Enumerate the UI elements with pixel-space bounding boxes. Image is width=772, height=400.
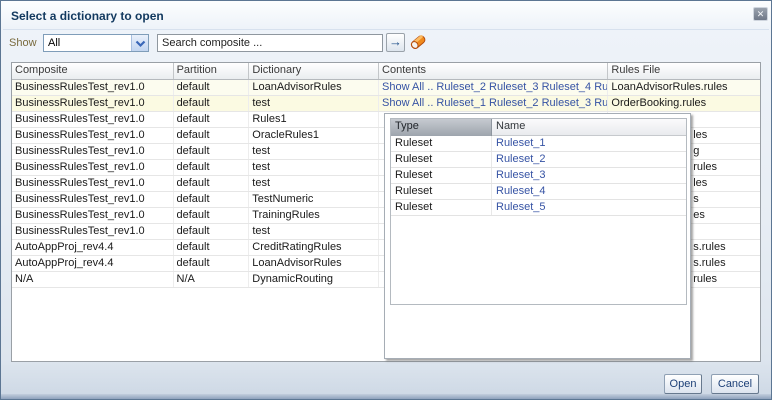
cell-dictionary: TestNumeric xyxy=(249,192,379,207)
cell-partition: default xyxy=(174,112,250,127)
cell-composite: BusinessRulesTest_rev1.0 xyxy=(12,112,174,127)
column-header-contents[interactable]: Contents xyxy=(379,63,609,79)
cell-rules-file: g xyxy=(693,145,700,157)
cell-composite: BusinessRulesTest_rev1.0 xyxy=(12,128,174,143)
cell-partition: default xyxy=(174,176,250,191)
close-icon[interactable]: ✕ xyxy=(753,7,768,21)
dialog-bottom-edge xyxy=(1,394,771,399)
cell-dictionary: test xyxy=(249,96,380,111)
popup-column-header-name[interactable]: Name xyxy=(492,119,686,136)
cell-contents-links[interactable]: Show All .. Ruleset_1 Ruleset_2 Ruleset_… xyxy=(379,96,609,111)
cell-partition: default xyxy=(174,192,250,207)
page-title: Select a dictionary to open xyxy=(11,9,164,23)
search-go-button[interactable]: → xyxy=(386,33,405,52)
cell-partition: default xyxy=(174,160,250,175)
column-header-partition[interactable]: Partition xyxy=(174,63,250,79)
popup-cell-type: Ruleset xyxy=(391,136,492,151)
column-header-dictionary[interactable]: Dictionary xyxy=(249,63,380,79)
cell-composite: AutoAppProj_rev4.4 xyxy=(12,240,174,255)
cell-dictionary: OracleRules1 xyxy=(249,128,379,143)
popup-ruleset-link[interactable]: Ruleset_5 xyxy=(496,201,546,213)
cell-dictionary: DynamicRouting xyxy=(249,272,379,287)
popup-ruleset-link[interactable]: Ruleset_4 xyxy=(496,185,546,197)
cell-rules-file: les xyxy=(693,177,708,189)
cell-dictionary: test xyxy=(249,160,379,175)
cell-partition: default xyxy=(174,208,250,223)
cell-dictionary: CreditRatingRules xyxy=(249,240,379,255)
search-input[interactable] xyxy=(157,34,383,52)
column-header-composite[interactable]: Composite xyxy=(12,63,174,79)
open-button[interactable]: Open xyxy=(664,374,702,394)
cell-rules-file: es xyxy=(693,209,705,221)
popup-table-header: Type Name xyxy=(391,119,686,136)
cell-composite: AutoAppProj_rev4.4 xyxy=(12,256,174,271)
chevron-down-icon[interactable] xyxy=(131,35,148,51)
cell-partition: N/A xyxy=(174,272,250,287)
popup-column-header-type[interactable]: Type xyxy=(391,119,492,136)
cell-partition: default xyxy=(174,240,250,255)
cell-composite: BusinessRulesTest_rev1.0 xyxy=(12,208,174,223)
cell-dictionary: Rules1 xyxy=(249,112,380,127)
clear-search-eraser-icon[interactable] xyxy=(408,32,428,52)
cell-rules-file: les xyxy=(693,129,708,141)
cell-dictionary: LoanAdvisorRules xyxy=(249,80,380,95)
cell-dictionary: TrainingRules xyxy=(249,208,379,223)
cell-rules-file: rules xyxy=(693,273,718,285)
popup-cell-type: Ruleset xyxy=(391,152,492,167)
cell-dictionary: test xyxy=(249,224,380,239)
cell-composite: BusinessRulesTest_rev1.0 xyxy=(12,160,174,175)
cell-partition: default xyxy=(174,128,250,143)
show-filter-dropdown[interactable]: All xyxy=(43,34,149,52)
popup-ruleset-link[interactable]: Ruleset_1 xyxy=(496,137,546,149)
cell-rules-file: s xyxy=(693,193,699,205)
popup-ruleset-link[interactable]: Ruleset_3 xyxy=(496,169,546,181)
cell-partition: default xyxy=(174,144,250,159)
cell-contents-links[interactable]: Show All .. Ruleset_2 Ruleset_3 Ruleset_… xyxy=(379,80,609,95)
cell-rules-file: s.rules xyxy=(693,257,726,269)
cell-partition: default xyxy=(174,96,250,111)
popup-ruleset-link[interactable]: Ruleset_2 xyxy=(496,153,546,165)
cell-rules-file: rules xyxy=(693,161,718,173)
popup-row[interactable]: Ruleset Ruleset_3 xyxy=(391,168,686,184)
popup-cell-type: Ruleset xyxy=(391,200,492,215)
cell-partition: default xyxy=(174,256,250,271)
cell-rules-file: s.rules xyxy=(693,241,726,253)
show-filter-label: Show xyxy=(9,37,37,49)
popup-cell-type: Ruleset xyxy=(391,168,492,183)
dictionary-table-header: Composite Partition Dictionary Contents … xyxy=(12,63,760,80)
cancel-button[interactable]: Cancel xyxy=(711,374,759,394)
cell-dictionary: test xyxy=(249,176,379,191)
popup-row[interactable]: Ruleset Ruleset_1 xyxy=(391,136,686,152)
popup-row[interactable]: Ruleset Ruleset_5 xyxy=(391,200,686,216)
cell-composite: N/A xyxy=(12,272,174,287)
cell-composite: BusinessRulesTest_rev1.0 xyxy=(12,80,174,95)
popup-cell-type: Ruleset xyxy=(391,184,492,199)
cell-composite: BusinessRulesTest_rev1.0 xyxy=(12,144,174,159)
cell-composite: BusinessRulesTest_rev1.0 xyxy=(12,176,174,191)
popup-row[interactable]: Ruleset Ruleset_4 xyxy=(391,184,686,200)
cell-rules-file: OrderBooking.rules xyxy=(611,97,707,109)
cell-composite: BusinessRulesTest_rev1.0 xyxy=(12,192,174,207)
cell-composite: BusinessRulesTest_rev1.0 xyxy=(12,224,174,239)
cell-composite: BusinessRulesTest_rev1.0 xyxy=(12,96,174,111)
cell-partition: default xyxy=(174,80,250,95)
cell-dictionary: test xyxy=(249,144,379,159)
show-filter-selected-value: All xyxy=(48,37,61,49)
cell-rules-file: LoanAdvisorRules.rules xyxy=(611,81,728,93)
cell-dictionary: LoanAdvisorRules xyxy=(249,256,379,271)
column-header-rules-file[interactable]: Rules File xyxy=(611,64,661,76)
cell-partition: default xyxy=(174,224,250,239)
popup-row[interactable]: Ruleset Ruleset_2 xyxy=(391,152,686,168)
title-separator xyxy=(3,29,769,30)
